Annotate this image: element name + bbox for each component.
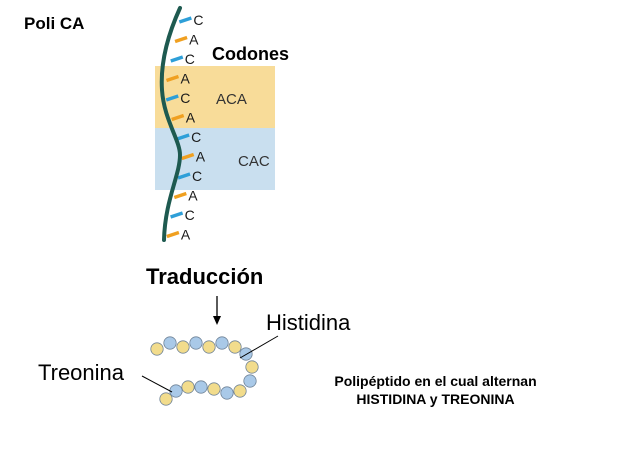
amino-acid-bead-11 xyxy=(220,386,234,400)
base-ticks xyxy=(165,16,195,239)
base-tick-8 xyxy=(177,172,191,180)
histidine-label: Histidina xyxy=(266,310,351,335)
base-letter-7: A xyxy=(196,149,206,165)
base-letter-9: A xyxy=(188,188,198,204)
amino-acid-bead-2 xyxy=(176,340,190,354)
translation-label: Traducción xyxy=(146,264,264,289)
amino-acid-bead-4 xyxy=(202,340,216,354)
base-tick-10 xyxy=(170,211,184,219)
amino-acid-bead-10 xyxy=(233,384,247,398)
histidine-pointer xyxy=(239,335,279,359)
base-letter-5: A xyxy=(186,110,196,126)
base-tick-0 xyxy=(178,16,192,24)
amino-acid-bead-13 xyxy=(194,380,208,394)
base-letter-6: C xyxy=(191,129,201,145)
base-letter-0: C xyxy=(193,12,203,28)
threonine-pointer xyxy=(141,375,173,393)
base-tick-6 xyxy=(176,133,190,141)
threonine-label: Treonina xyxy=(38,360,125,385)
base-tick-5 xyxy=(171,113,185,122)
codon-labels: ACA CAC xyxy=(216,91,270,170)
base-letter-1: A xyxy=(189,32,199,48)
translation-arrowhead xyxy=(213,316,221,325)
amino-acid-bead-5 xyxy=(215,336,229,350)
base-letter-8: C xyxy=(192,168,202,184)
amino-acid-bead-1 xyxy=(163,336,177,350)
codons-heading: Codones xyxy=(212,44,290,64)
description-line-2: HISTIDINA y TREONINA xyxy=(356,391,515,407)
base-tick-9 xyxy=(173,191,187,200)
amino-acid-bead-0 xyxy=(150,342,164,356)
rna-strand xyxy=(159,6,183,242)
amino-acid-bead-9 xyxy=(243,374,257,388)
base-letter-3: A xyxy=(180,71,190,87)
amino-acid-bead-12 xyxy=(207,382,221,396)
base-tick-11 xyxy=(166,230,180,239)
base-letter-11: A xyxy=(181,227,191,243)
amino-acid-bead-3 xyxy=(189,336,203,350)
polypeptide-description: Polipéptido en el cual alternan HISTIDIN… xyxy=(298,372,573,408)
amino-acid-bead-16 xyxy=(159,392,173,406)
polypeptide-chain xyxy=(150,336,259,406)
base-letter-2: C xyxy=(185,51,195,67)
amino-acid-bead-8 xyxy=(245,360,259,374)
base-letter-10: C xyxy=(185,207,195,223)
amino-acid-bead-6 xyxy=(228,340,242,354)
base-letter-4: C xyxy=(180,90,190,106)
base-tick-1 xyxy=(174,35,188,44)
description-line-1: Polipéptido en el cual alternan xyxy=(334,373,537,389)
amino-acid-bead-15 xyxy=(169,384,183,398)
poly-ca-title: Poli CA xyxy=(24,14,85,33)
base-tick-2 xyxy=(170,55,184,63)
base-tick-3 xyxy=(165,74,180,83)
amino-acid-bead-14 xyxy=(181,380,195,394)
base-tick-4 xyxy=(165,94,179,102)
base-tick-7 xyxy=(181,152,195,161)
codon-label-1: CAC xyxy=(238,153,270,170)
codon-label-0: ACA xyxy=(216,91,247,108)
